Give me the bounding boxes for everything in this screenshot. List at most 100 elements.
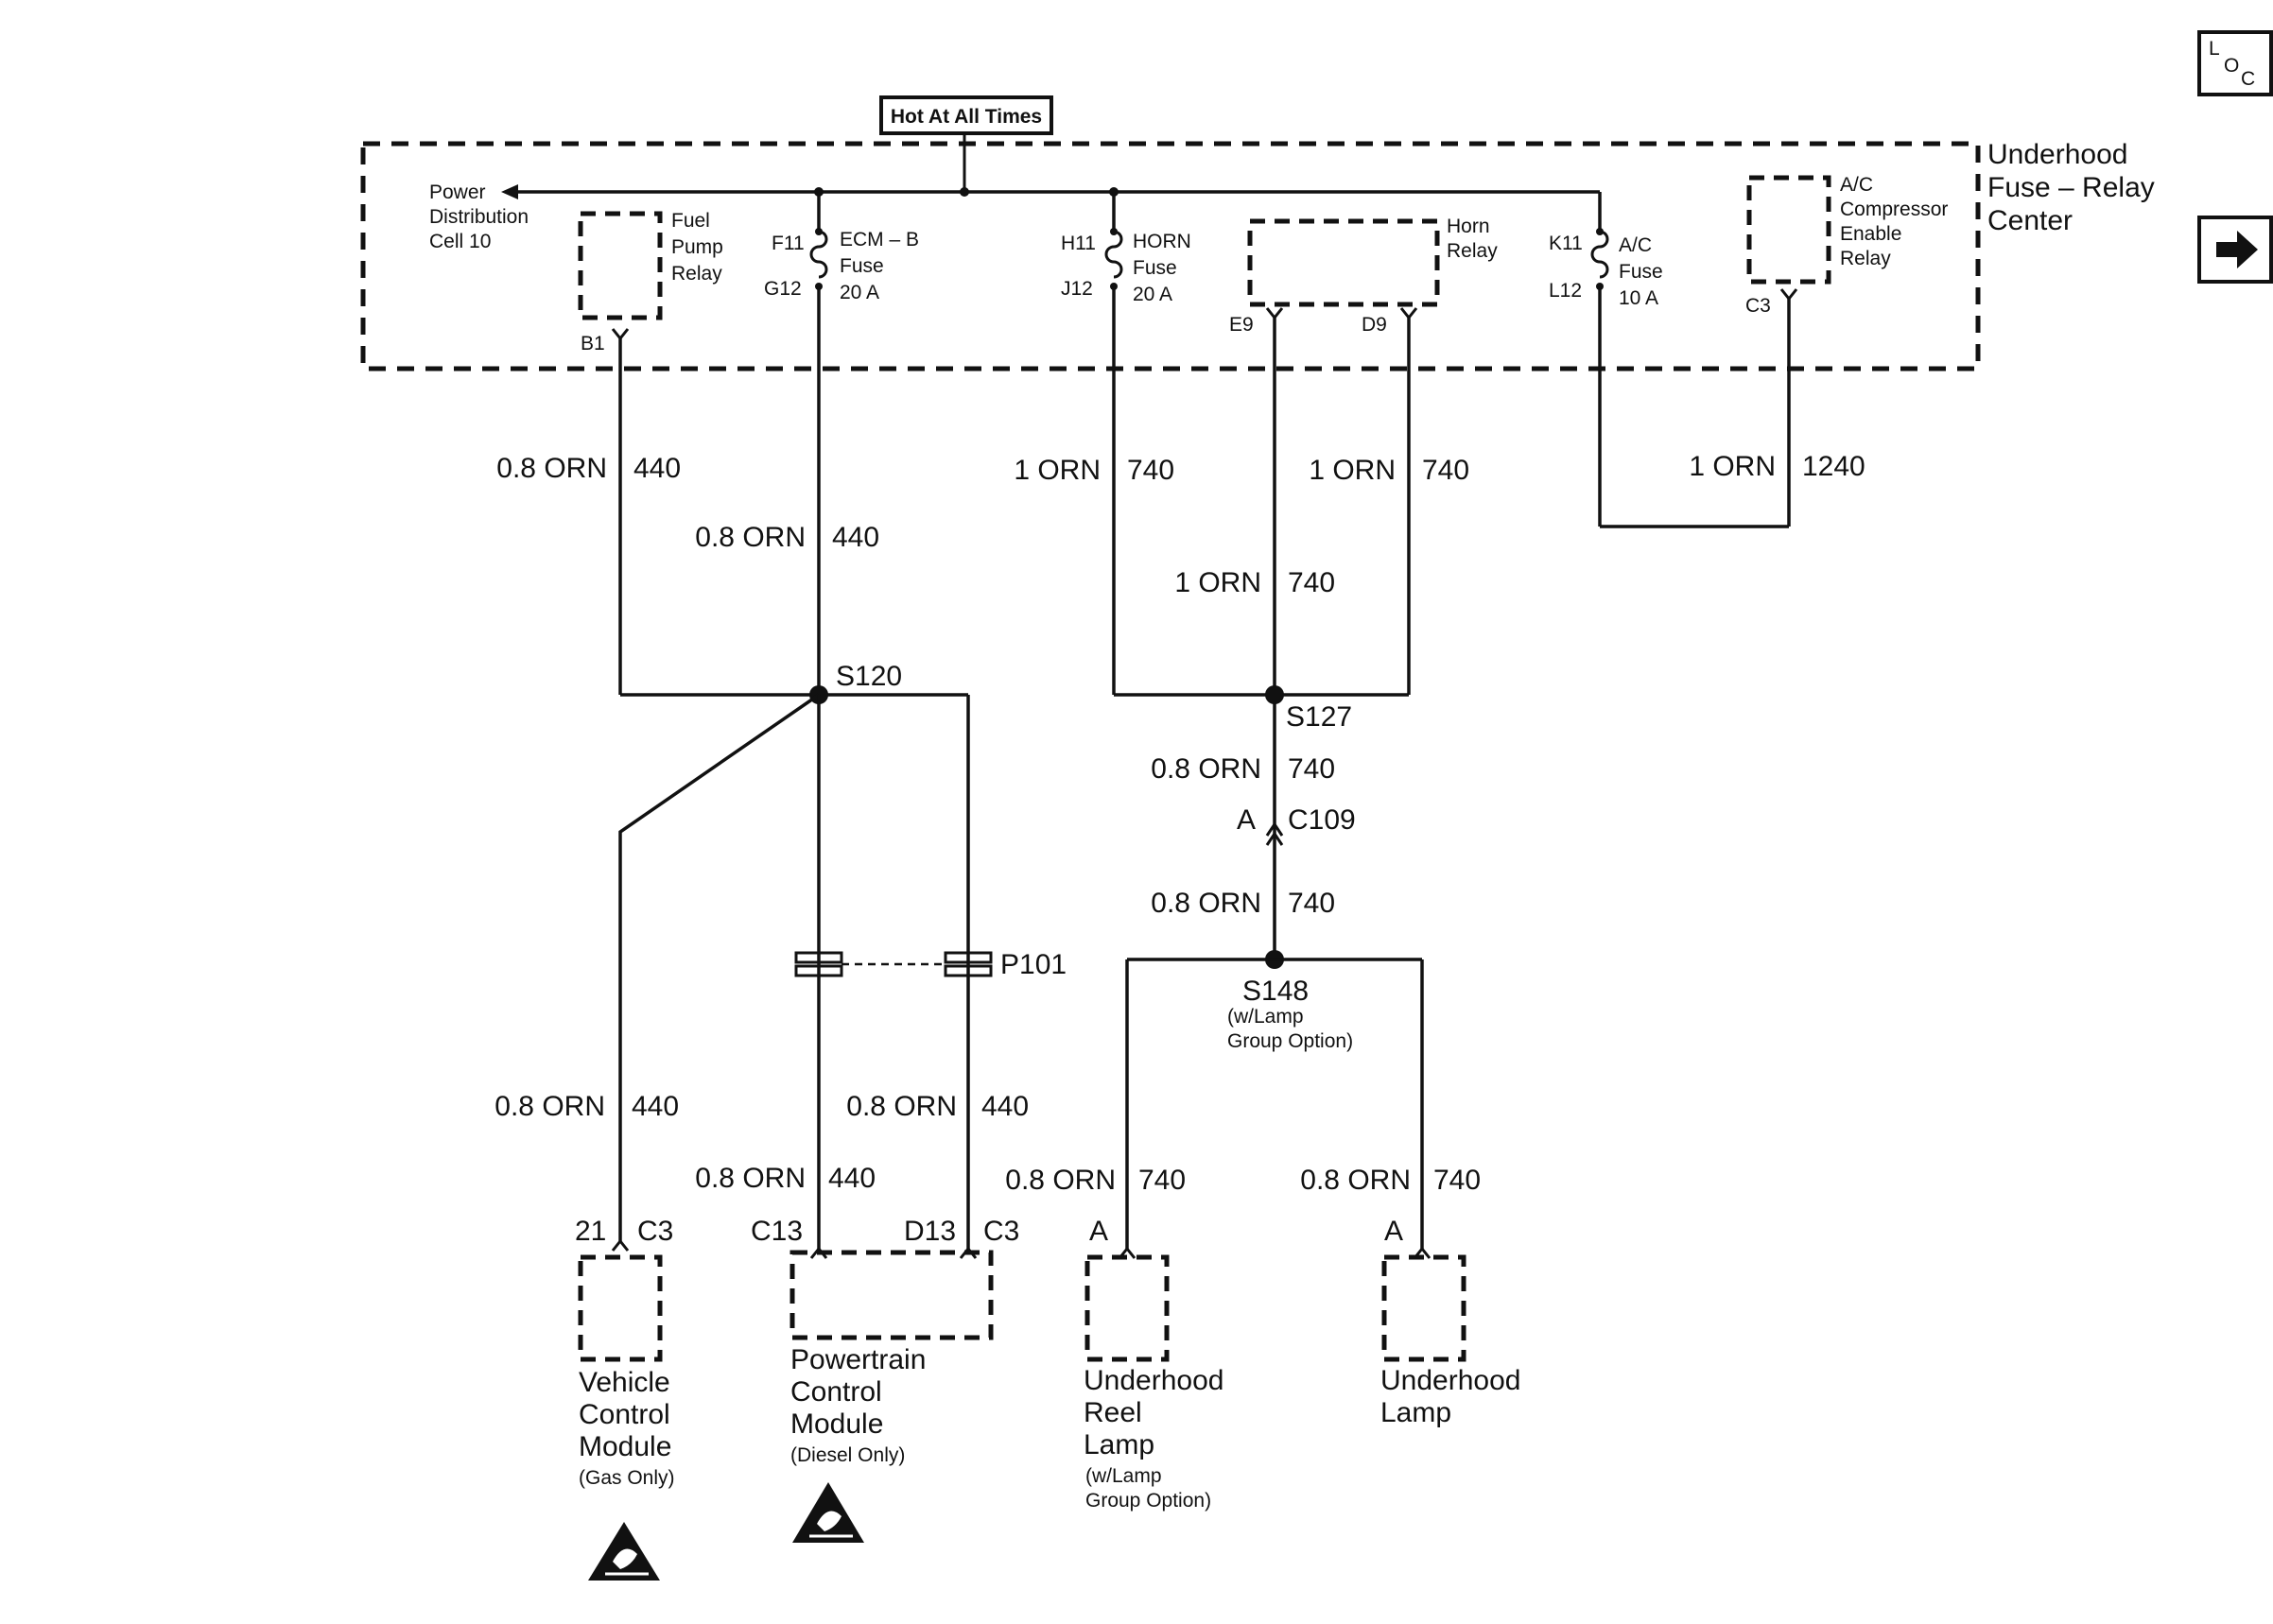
pcm-line2: Control (790, 1376, 882, 1408)
vcm-pin: 21 (575, 1216, 606, 1247)
wire-l12-circuit: 1240 (1802, 451, 1865, 482)
ecm-fuse-line3: 20 A (840, 282, 879, 303)
wire-vcm-circuit: 440 (632, 1091, 679, 1122)
splice-s148: S148 (1242, 976, 1309, 1007)
wire-d9-circuit: 740 (1422, 455, 1469, 486)
wire-pcm-d13-gauge: 0.8 ORN (846, 1091, 957, 1122)
c109-connector: C109 (1288, 804, 1356, 836)
wire-g12-circuit: 440 (832, 522, 879, 553)
fuse-center-name-line3: Center (1987, 205, 2073, 236)
power-dist-line3: Cell 10 (429, 231, 491, 252)
ac-relay-line2: Compressor (1840, 199, 1948, 220)
lamp-line1: Underhood (1380, 1365, 1520, 1396)
wire-vcm-gauge: 0.8 ORN (495, 1091, 605, 1122)
fuse-relay-center-box (360, 141, 1981, 371)
pcm-pin1: C13 (751, 1216, 803, 1247)
hot-label-box (879, 95, 1053, 135)
ac-relay-line3: Enable (1840, 223, 1901, 245)
wire-g12-gauge: 0.8 ORN (695, 522, 806, 553)
wire-reel-circuit: 740 (1138, 1165, 1186, 1196)
wire-b1-circuit: 440 (633, 453, 681, 484)
fuel-pump-relay-line3: Relay (671, 263, 722, 285)
ac-fuse-pin-in: K11 (1549, 233, 1583, 254)
horn-relay-box (1247, 218, 1440, 307)
c109-pin: A (1237, 804, 1256, 836)
lamp-pin: A (1384, 1216, 1403, 1247)
splice-s127: S127 (1286, 701, 1352, 733)
wire-b1-gauge: 0.8 ORN (496, 453, 607, 484)
hot-label: Hot At All Times (891, 106, 1042, 128)
horn-relay-pin1: E9 (1229, 314, 1254, 336)
svg-text:L: L (2209, 38, 2220, 60)
wire-pcm-c13-circuit: 440 (828, 1163, 876, 1194)
vcm-line3: Module (579, 1431, 671, 1462)
wire-reel-gauge: 0.8 ORN (1005, 1165, 1116, 1196)
reel-lamp-line1: Underhood (1084, 1365, 1223, 1396)
ac-fuse-line1: A/C (1619, 234, 1652, 256)
lamp-line2: Lamp (1380, 1397, 1451, 1428)
reel-lamp-box (1084, 1254, 1170, 1362)
ac-relay-line4: Relay (1840, 248, 1891, 269)
pcm-line1: Powertrain (790, 1344, 926, 1375)
wire-pcm-c13-gauge: 0.8 ORN (695, 1163, 806, 1194)
svg-text:C: C (2241, 68, 2255, 90)
horn-relay-pin2: D9 (1362, 314, 1387, 336)
power-dist-line2: Distribution (429, 206, 529, 228)
svg-text:O: O (2224, 55, 2239, 77)
esd-warning-icon (792, 1482, 864, 1543)
fuel-pump-relay-line2: Pump (671, 236, 723, 258)
wire-lamp-circuit: 740 (1433, 1165, 1481, 1196)
reel-lamp-line3: Lamp (1084, 1429, 1154, 1460)
horn-fuse-line2: Fuse (1133, 257, 1177, 279)
pcm-line3: Module (790, 1408, 883, 1440)
lamp-box (1381, 1254, 1466, 1362)
wire-c109-gauge: 0.8 ORN (1151, 888, 1261, 919)
wire-lamp-gauge: 0.8 ORN (1300, 1165, 1411, 1196)
wire-e9-circuit: 740 (1288, 567, 1335, 598)
reel-lamp-line2: Reel (1084, 1397, 1142, 1428)
wire-j12-gauge: 1 ORN (1014, 455, 1101, 486)
ecm-fuse-pin-in: F11 (772, 233, 805, 254)
ac-relay-box (1746, 175, 1831, 285)
wire-l12-gauge: 1 ORN (1689, 451, 1776, 482)
wire-s127-circuit: 740 (1288, 753, 1335, 785)
horn-fuse-pin-out: J12 (1061, 278, 1093, 300)
wire-pcm-d13-circuit: 440 (981, 1091, 1029, 1122)
splice-s120: S120 (836, 661, 902, 692)
fuse-center-name-line1: Underhood (1987, 139, 2127, 170)
horn-relay-line2: Relay (1447, 240, 1498, 262)
passthrough-p101: P101 (1000, 949, 1067, 980)
location-icon[interactable]: L O C (2197, 30, 2273, 96)
fuse-center-name-line2: Fuse – Relay (1987, 172, 2155, 203)
pcm-note: (Diesel Only) (790, 1444, 905, 1466)
vcm-note: (Gas Only) (579, 1467, 675, 1489)
fuel-pump-relay-line1: Fuel (671, 210, 710, 232)
horn-fuse-line3: 20 A (1133, 284, 1172, 305)
ac-fuse-line3: 10 A (1619, 287, 1658, 309)
ac-relay-line1: A/C (1840, 174, 1873, 196)
wire-j12-circuit: 740 (1127, 455, 1174, 486)
reel-lamp-note1: (w/Lamp (1085, 1465, 1162, 1487)
fuel-pump-relay-pin: B1 (581, 333, 605, 354)
pcm-connector: C3 (983, 1216, 1019, 1247)
next-page-arrow-icon[interactable] (2197, 216, 2273, 284)
wire-s127-gauge: 0.8 ORN (1151, 753, 1261, 785)
vcm-line1: Vehicle (579, 1367, 670, 1398)
wire-c109-circuit: 740 (1288, 888, 1335, 919)
fuel-pump-relay-box (578, 211, 663, 320)
vcm-connector: C3 (637, 1216, 673, 1247)
ac-fuse-pin-out: L12 (1549, 280, 1582, 302)
reel-lamp-note2: Group Option) (1085, 1490, 1211, 1512)
reel-lamp-pin: A (1089, 1216, 1108, 1247)
esd-warning-icon (588, 1522, 660, 1581)
vcm-line2: Control (579, 1399, 670, 1430)
power-dist-line1: Power (429, 181, 486, 203)
wire-e9-gauge: 1 ORN (1174, 567, 1261, 598)
ecm-fuse-line1: ECM – B (840, 229, 919, 251)
ac-fuse-line2: Fuse (1619, 261, 1663, 283)
pcm-box (789, 1250, 994, 1340)
splice-s148-note2: Group Option) (1227, 1030, 1353, 1052)
horn-fuse-pin-in: H11 (1061, 233, 1096, 254)
ac-relay-pin: C3 (1745, 295, 1771, 317)
